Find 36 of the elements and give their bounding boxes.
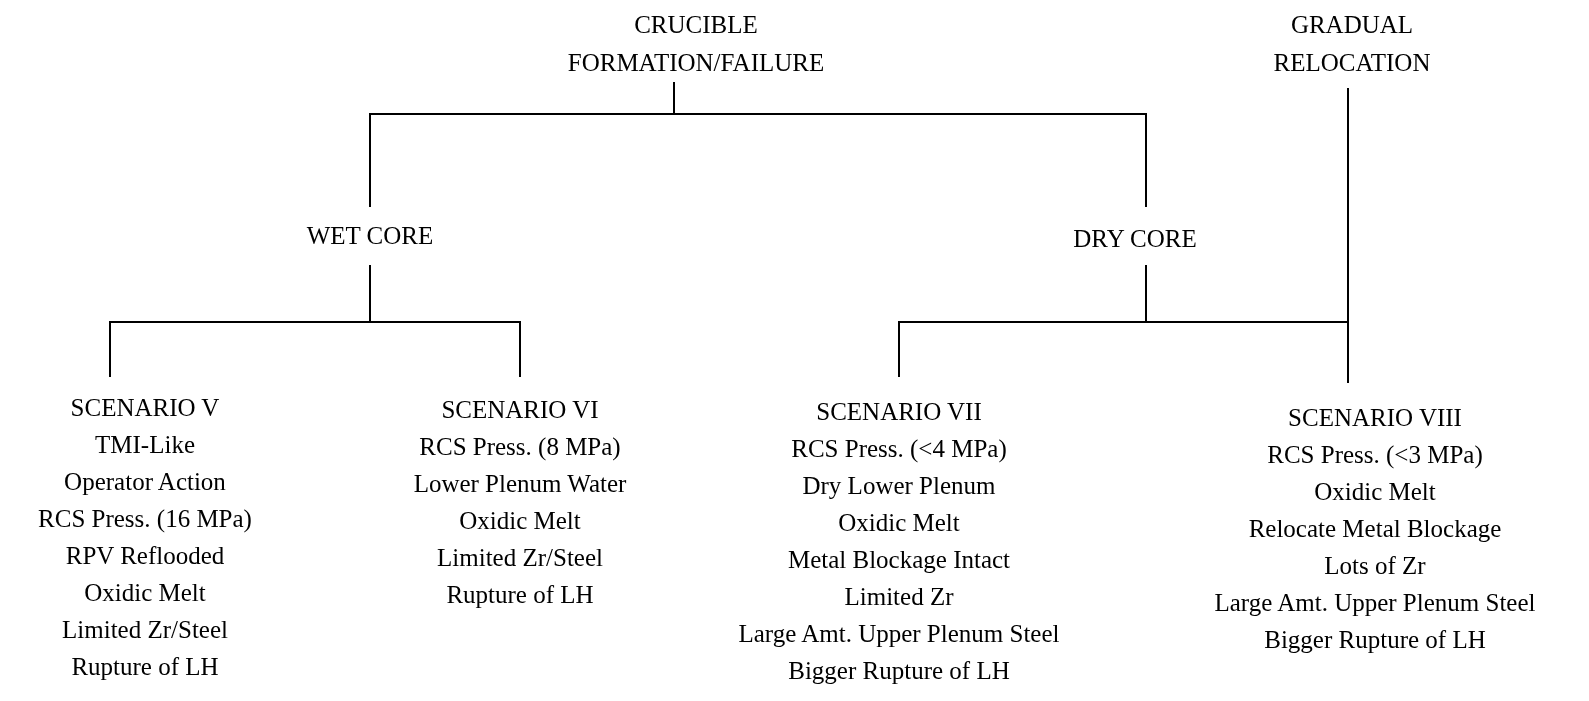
condition-text: Bigger Rupture of LH [1263, 625, 1487, 655]
scenario-heading: SCENARIO VI [440, 395, 600, 425]
condition-text: Oxidic Melt [1313, 477, 1437, 507]
category-label: WET CORE [305, 221, 435, 251]
category-label: GRADUAL RELOCATION [1272, 10, 1432, 78]
category-label: DRY CORE [1072, 224, 1198, 254]
condition-text: Dry Lower Plenum [801, 471, 997, 501]
scenario-heading: SCENARIO VIII [1287, 403, 1463, 433]
scenario-heading: SCENARIO VII [815, 397, 983, 427]
category-label: CRUCIBLE FORMATION/FAILURE [566, 10, 826, 78]
tree-connector [369, 264, 521, 378]
condition-text: Metal Blockage Intact [786, 545, 1012, 575]
condition-text: Oxidic Melt [458, 506, 582, 536]
condition-text: Lower Plenum Water [412, 469, 628, 499]
condition-text: Rupture of LH [445, 580, 595, 610]
condition-text: RPV Reflooded [64, 541, 226, 571]
condition-text: RCS Press. (<4 MPa) [790, 434, 1008, 465]
condition-text: Limited Zr/Steel [436, 543, 604, 573]
condition-text: Lots of Zr [1323, 551, 1427, 581]
condition-text: Bigger Rupture of LH [787, 656, 1011, 686]
condition-text: Relocate Metal Blockage [1247, 514, 1503, 544]
condition-text: Oxidic Melt [83, 578, 207, 608]
condition-text: RCS Press. (8 MPa) [418, 432, 622, 463]
condition-text: Large Amt. Upper Plenum Steel [737, 619, 1061, 649]
condition-text: Limited Zr [843, 582, 955, 612]
condition-text: Operator Action [63, 467, 227, 497]
tree-connector [673, 81, 1147, 208]
condition-text: TMI-Like [94, 430, 196, 460]
condition-text: Limited Zr/Steel [61, 615, 229, 645]
tree-connector [1347, 87, 1349, 384]
scenario-heading: SCENARIO V [69, 393, 221, 423]
condition-text: Rupture of LH [70, 652, 220, 682]
condition-text: Large Amt. Upper Plenum Steel [1213, 588, 1537, 618]
condition-text: RCS Press. (<3 MPa) [1266, 440, 1484, 471]
condition-text: Oxidic Melt [837, 508, 961, 538]
condition-text: RCS Press. (16 MPa) [37, 504, 253, 535]
